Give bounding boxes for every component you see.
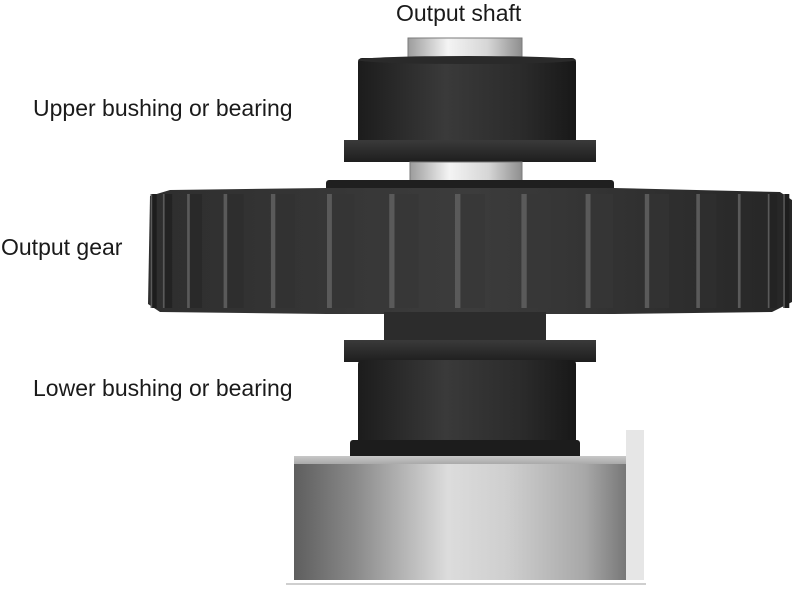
gear-tooth-edge (585, 194, 591, 308)
gear-tooth-edge (644, 194, 650, 308)
gear-tooth-edge (162, 194, 165, 308)
gear-tooth-edge (327, 194, 332, 308)
housing-side-edge (626, 430, 644, 580)
gear-tooth-edge (696, 194, 700, 308)
upper-bushing-top-rim (358, 56, 576, 64)
gear-tooth (767, 194, 778, 308)
gear-tooth (737, 194, 753, 308)
gear-tooth-edge (783, 194, 785, 308)
label-upper-bushing: Upper bushing or bearing (33, 95, 293, 121)
gear-tooth-edge (767, 194, 770, 308)
gear-tooth-edge (150, 194, 153, 308)
gear-tooth-edge (187, 194, 190, 308)
output-gear-teeth (150, 194, 790, 308)
gear-tooth-edge (455, 194, 461, 308)
output-shaft-middle (409, 161, 523, 183)
label-output-gear: Output gear (1, 234, 123, 260)
label-output-shaft: Output shaft (396, 0, 522, 26)
gear-tooth-edge (737, 194, 741, 308)
gear-tooth (783, 194, 790, 308)
lower-bushing-body (358, 360, 576, 444)
gear-tooth-edge (521, 194, 527, 308)
gear-hub-bottom (384, 312, 546, 342)
upper-bushing-flange (344, 140, 596, 162)
gear-tooth-edge (389, 194, 395, 308)
gear-tooth (696, 194, 717, 308)
gear-tooth (150, 194, 157, 308)
lower-bushing-flange (344, 340, 596, 362)
gear-tooth (187, 194, 203, 308)
gear-tooth-edge (270, 194, 276, 308)
gear-tooth (223, 194, 244, 308)
output-gear (148, 188, 792, 314)
upper-bushing-body (358, 58, 576, 144)
gear-tooth-edge (223, 194, 228, 308)
label-lower-bushing: Lower bushing or bearing (33, 375, 293, 401)
housing-body (294, 464, 636, 580)
gear-tooth (162, 194, 173, 308)
